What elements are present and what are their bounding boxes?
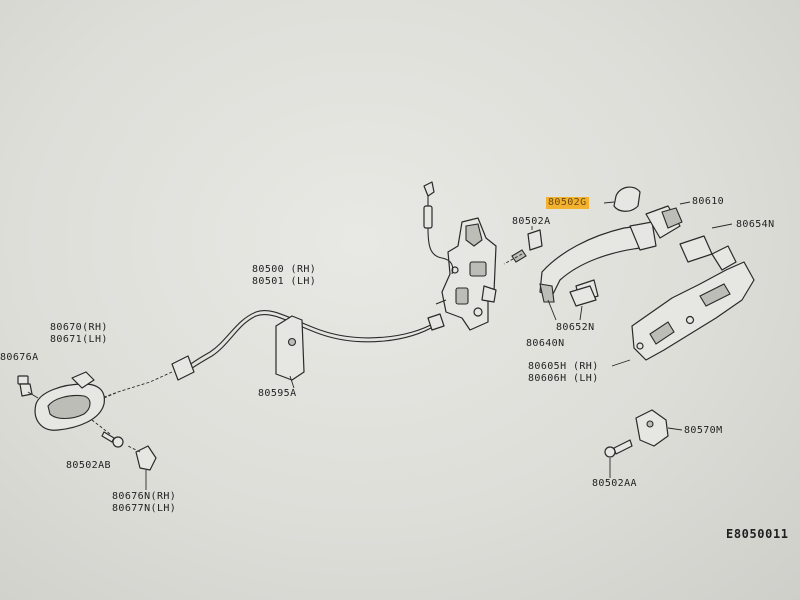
outside-door-handle xyxy=(539,221,657,321)
label-80605h: 80605H (RH) xyxy=(528,361,599,372)
label-80606h: 80606H (LH) xyxy=(528,373,599,384)
screw-80502ab xyxy=(91,419,124,448)
label-80595a: 80595A xyxy=(258,388,297,399)
door-lock-actuator xyxy=(435,217,497,331)
label-80654n: 80654N xyxy=(736,219,775,230)
striker-80570m xyxy=(635,409,683,447)
label-80610: 80610 xyxy=(692,196,725,207)
inside-door-handle xyxy=(34,371,119,431)
lock-rod xyxy=(423,181,454,275)
screw-80502a xyxy=(503,226,543,265)
label-80502aa: 80502AA xyxy=(592,478,637,489)
label-80676n: 80676N(RH) xyxy=(112,491,177,502)
screw-80502aa xyxy=(604,439,633,478)
clip-80676n xyxy=(127,445,157,490)
figure-id: E8050011 xyxy=(726,527,789,541)
key-cylinder-80610 xyxy=(645,201,691,239)
handle-frame-80605h xyxy=(611,245,755,367)
cable-bracket xyxy=(275,315,305,389)
label-80570m: 80570M xyxy=(684,425,723,436)
label-80502g: 80502G xyxy=(546,197,589,209)
label-80676a: 80676A xyxy=(0,352,39,363)
label-80502ab: 80502AB xyxy=(66,460,111,471)
gasket-80652n xyxy=(569,285,597,321)
door-cable xyxy=(95,310,445,401)
label-80677n: 80677N(LH) xyxy=(112,503,177,514)
label-80670: 80670(RH) xyxy=(50,322,108,333)
label-80640n: 80640N xyxy=(526,338,565,349)
clip-80676a xyxy=(17,375,39,399)
handle-cap-80502g xyxy=(603,186,641,212)
label-80652n: 80652N xyxy=(556,322,595,333)
label-80671: 80671(LH) xyxy=(50,334,108,345)
label-80502a: 80502A xyxy=(512,216,551,227)
label-80501: 80501 (LH) xyxy=(252,276,317,287)
label-80500: 80500 (RH) xyxy=(252,264,317,275)
